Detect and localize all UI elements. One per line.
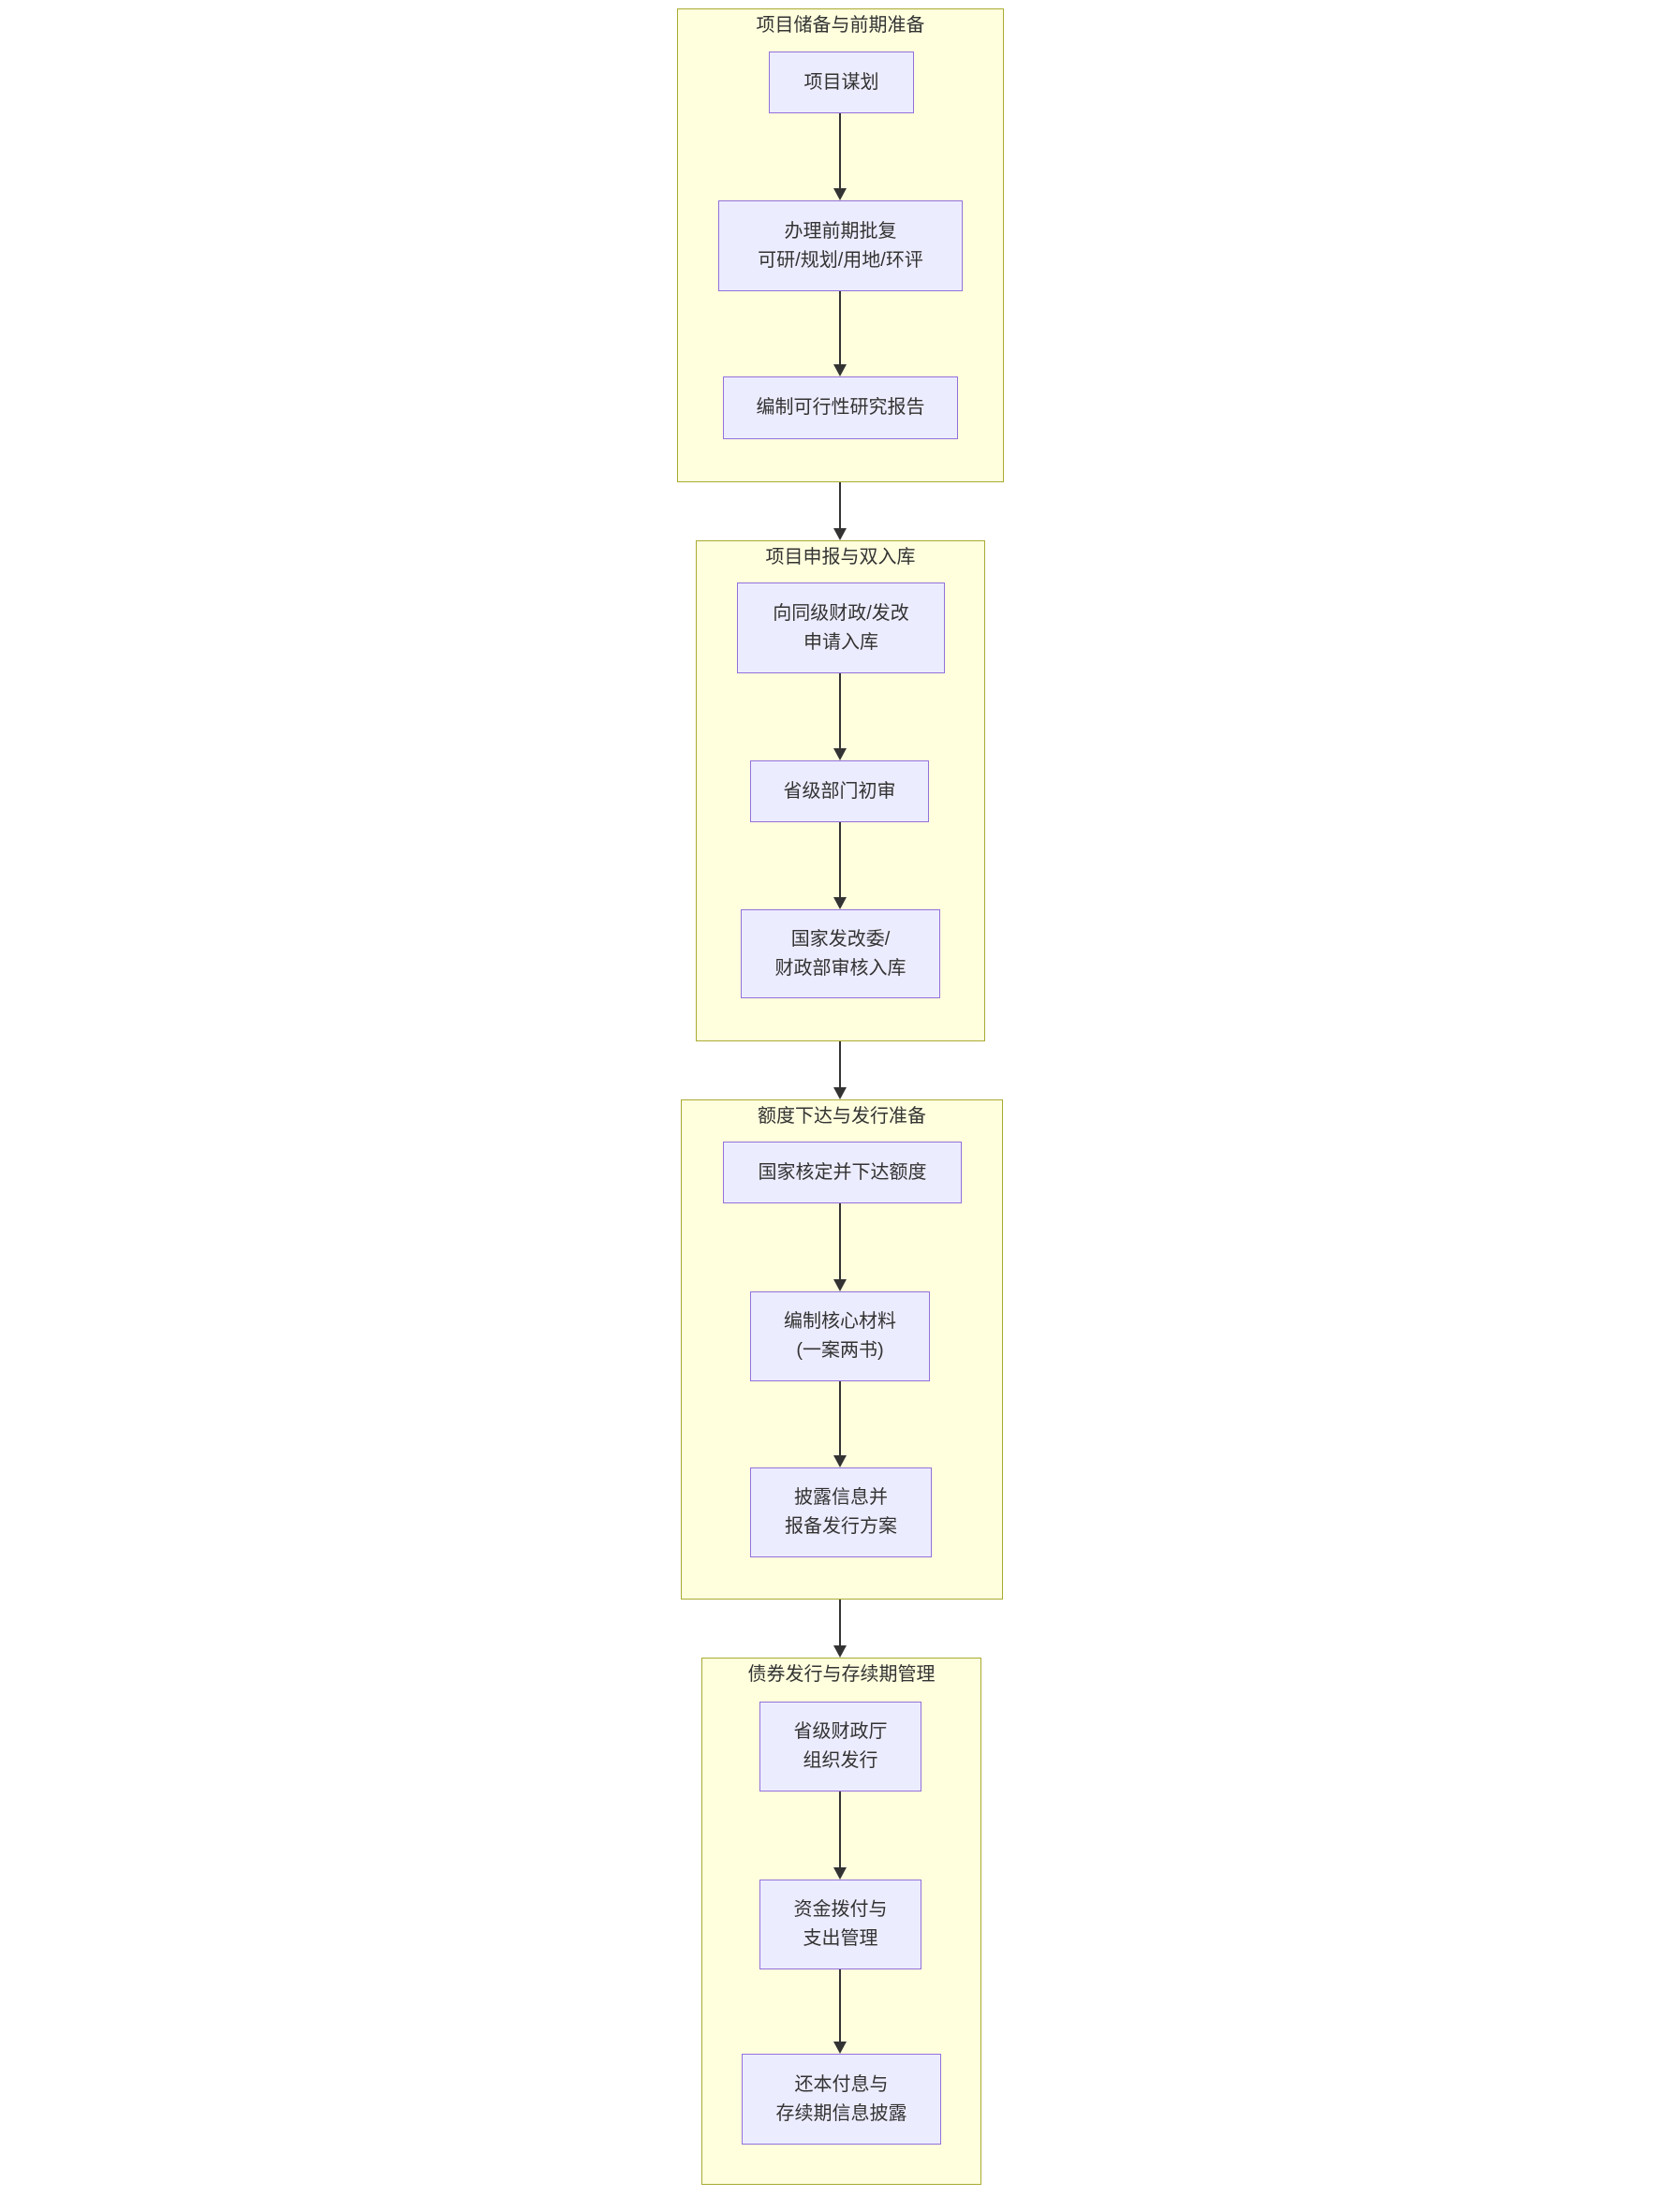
flow-arrow [833,1792,847,1880]
node-label: (一案两书) [796,1340,884,1361]
node-label: 申请入库 [803,631,878,653]
flow-arrow [833,1600,847,1658]
flow-arrow [833,1041,847,1099]
node-label: 项目谋划 [803,71,879,93]
flow-arrow [833,1381,847,1467]
flow-arrow [833,1203,847,1291]
flow-arrow [833,482,847,540]
node-label: 省级财政厅 [793,1721,888,1742]
node-label: 编制可行性研究报告 [756,397,925,418]
arrowhead-icon [833,1087,847,1099]
cluster-title: 项目申报与双入库 [765,547,916,568]
flow-arrow [833,113,847,200]
node-label: 存续期信息披露 [775,2102,907,2124]
flow-arrow [833,822,847,909]
node-provincial-issuance: 省级财政厅 组织发行 [759,1702,921,1792]
arrowhead-icon [833,1645,847,1658]
node-apply-warehousing: 向同级财政/发改 申请入库 [737,582,945,673]
arrowhead-icon [833,528,847,540]
node-label: 办理前期批复 [784,220,897,242]
arrowhead-icon [833,897,847,909]
cluster-title: 额度下达与发行准备 [758,1106,926,1127]
node-label: 省级部门初审 [783,780,896,802]
node-fund-allocation: 资金拨付与 支出管理 [759,1880,921,1969]
node-label: 还本付息与 [794,2073,889,2095]
arrowhead-icon [833,188,847,200]
node-label: 国家发改委/ [790,928,891,950]
node-label: 报备发行方案 [785,1516,897,1537]
node-preliminary-approvals: 办理前期批复 可研/规划/用地/环评 [718,200,963,291]
node-feasibility-report: 编制可行性研究报告 [723,376,958,439]
node-label: 支出管理 [803,1928,878,1949]
node-label: 组织发行 [803,1750,878,1771]
arrowhead-icon [833,748,847,760]
node-national-review: 国家发改委/ 财政部审核入库 [741,909,940,998]
node-label: 披露信息并 [794,1487,888,1508]
arrowhead-icon [833,1455,847,1467]
node-disclose-plan: 披露信息并 报备发行方案 [750,1467,932,1557]
arrowhead-icon [833,2042,847,2054]
flow-arrow [833,1969,847,2054]
node-label: 资金拨付与 [793,1899,888,1920]
node-label: 国家核定并下达额度 [758,1161,927,1183]
node-project-planning: 项目谋划 [769,52,914,113]
node-repayment-disclosure: 还本付息与 存续期信息披露 [742,2054,941,2145]
node-core-materials: 编制核心材料 (一案两书) [750,1291,930,1381]
arrowhead-icon [833,1867,847,1880]
node-label: 向同级财政/发改 [773,602,909,624]
node-label: 编制核心材料 [784,1311,896,1332]
node-quota-issued: 国家核定并下达额度 [723,1142,962,1203]
node-label: 可研/规划/用地/环评 [758,249,923,271]
flow-arrow [833,291,847,376]
flow-arrow [833,673,847,760]
cluster-title: 项目储备与前期准备 [756,15,925,36]
node-label: 财政部审核入库 [774,957,906,979]
arrowhead-icon [833,1279,847,1291]
cluster-title: 债券发行与存续期管理 [747,1664,936,1685]
arrowhead-icon [833,364,847,376]
node-provincial-review: 省级部门初审 [750,760,929,822]
